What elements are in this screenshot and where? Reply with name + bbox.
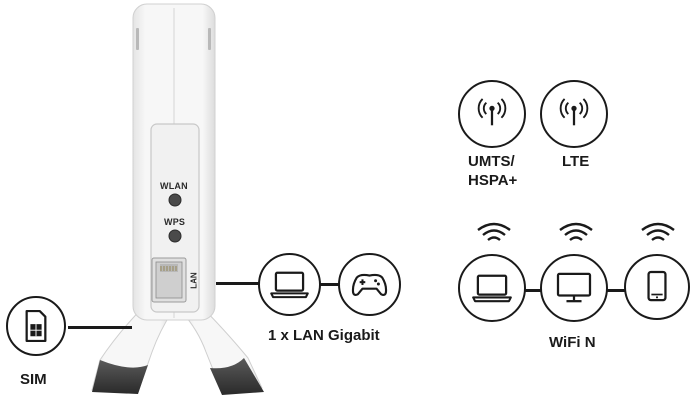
wlan-button [168,193,182,207]
wifi-icon [641,222,675,241]
gamepad-badge [338,253,401,316]
lte-badge [540,80,608,148]
lan-connector-line [216,282,262,285]
wifi-link-line-2 [607,289,625,292]
sim-card-icon [25,309,47,343]
lan-laptop-badge [258,253,321,316]
wps-button [168,229,182,243]
sim-badge [6,296,66,356]
lte-caption: LTE [562,153,590,170]
sim-caption: SIM [20,371,47,388]
hspa-caption: HSPA+ [468,172,518,189]
sim-connector-line [68,326,132,329]
wifi-caption: WiFi N [549,334,596,351]
lan-link-line [320,283,340,286]
wifi-icon [477,222,511,241]
gamepad-icon [351,273,388,297]
umts-caption: UMTS/ [468,153,515,170]
monitor-badge [540,254,608,322]
laptop-icon [472,274,512,303]
wlan-label: WLAN [160,181,188,191]
smartphone-badge [624,254,690,320]
wifi-laptop-badge [458,254,526,322]
smartphone-icon [647,270,667,302]
antenna-icon [477,98,507,126]
lan-port-label: LAN [189,272,199,289]
monitor-icon [556,272,592,303]
wifi-link-line-1 [525,289,541,292]
umts-badge [458,80,526,148]
wps-label: WPS [164,217,186,227]
antenna-icon [559,98,589,126]
lan-caption: 1 x LAN Gigabit [268,327,380,344]
laptop-icon [270,271,309,299]
wifi-icon [559,222,593,241]
